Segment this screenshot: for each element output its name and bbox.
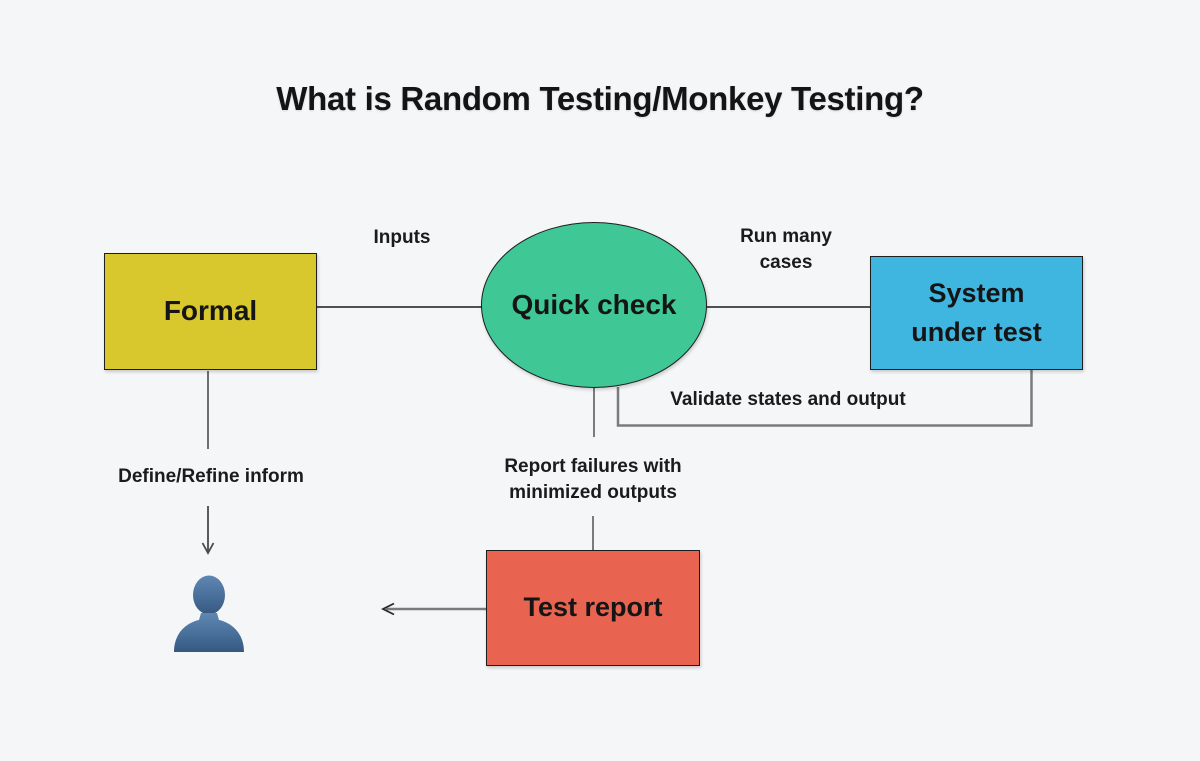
arrowhead-down-icon <box>201 542 215 555</box>
node-quick-check: Quick check <box>481 222 707 388</box>
edge-label-validate-states: Validate states and output <box>670 389 906 410</box>
edge-system-quickcheck-validate <box>616 370 1033 427</box>
node-test-report-label: Test report <box>523 592 663 623</box>
user-shoulders <box>174 613 244 652</box>
page-title: What is Random Testing/Monkey Testing? <box>276 80 924 117</box>
node-formal-label: Formal <box>163 295 258 327</box>
edge-label-inputs: Inputs <box>373 227 431 248</box>
node-system-under-test: System under test <box>870 256 1083 370</box>
edge-label-report-failures: Report failures with minimized outputs <box>504 456 682 504</box>
edge-label-run-many-cases: Run many cases <box>740 226 832 274</box>
user-silhouette-icon <box>174 575 244 652</box>
node-formal: Formal <box>104 253 317 370</box>
node-test-report: Test report <box>486 550 700 666</box>
arrowhead-left-icon <box>380 602 395 616</box>
user-head <box>193 575 225 615</box>
edge-label-define-refine: Define/Refine inform <box>118 466 304 487</box>
node-quick-check-label: Quick check <box>511 288 677 320</box>
node-system-under-test-label: System under test <box>911 277 1042 347</box>
